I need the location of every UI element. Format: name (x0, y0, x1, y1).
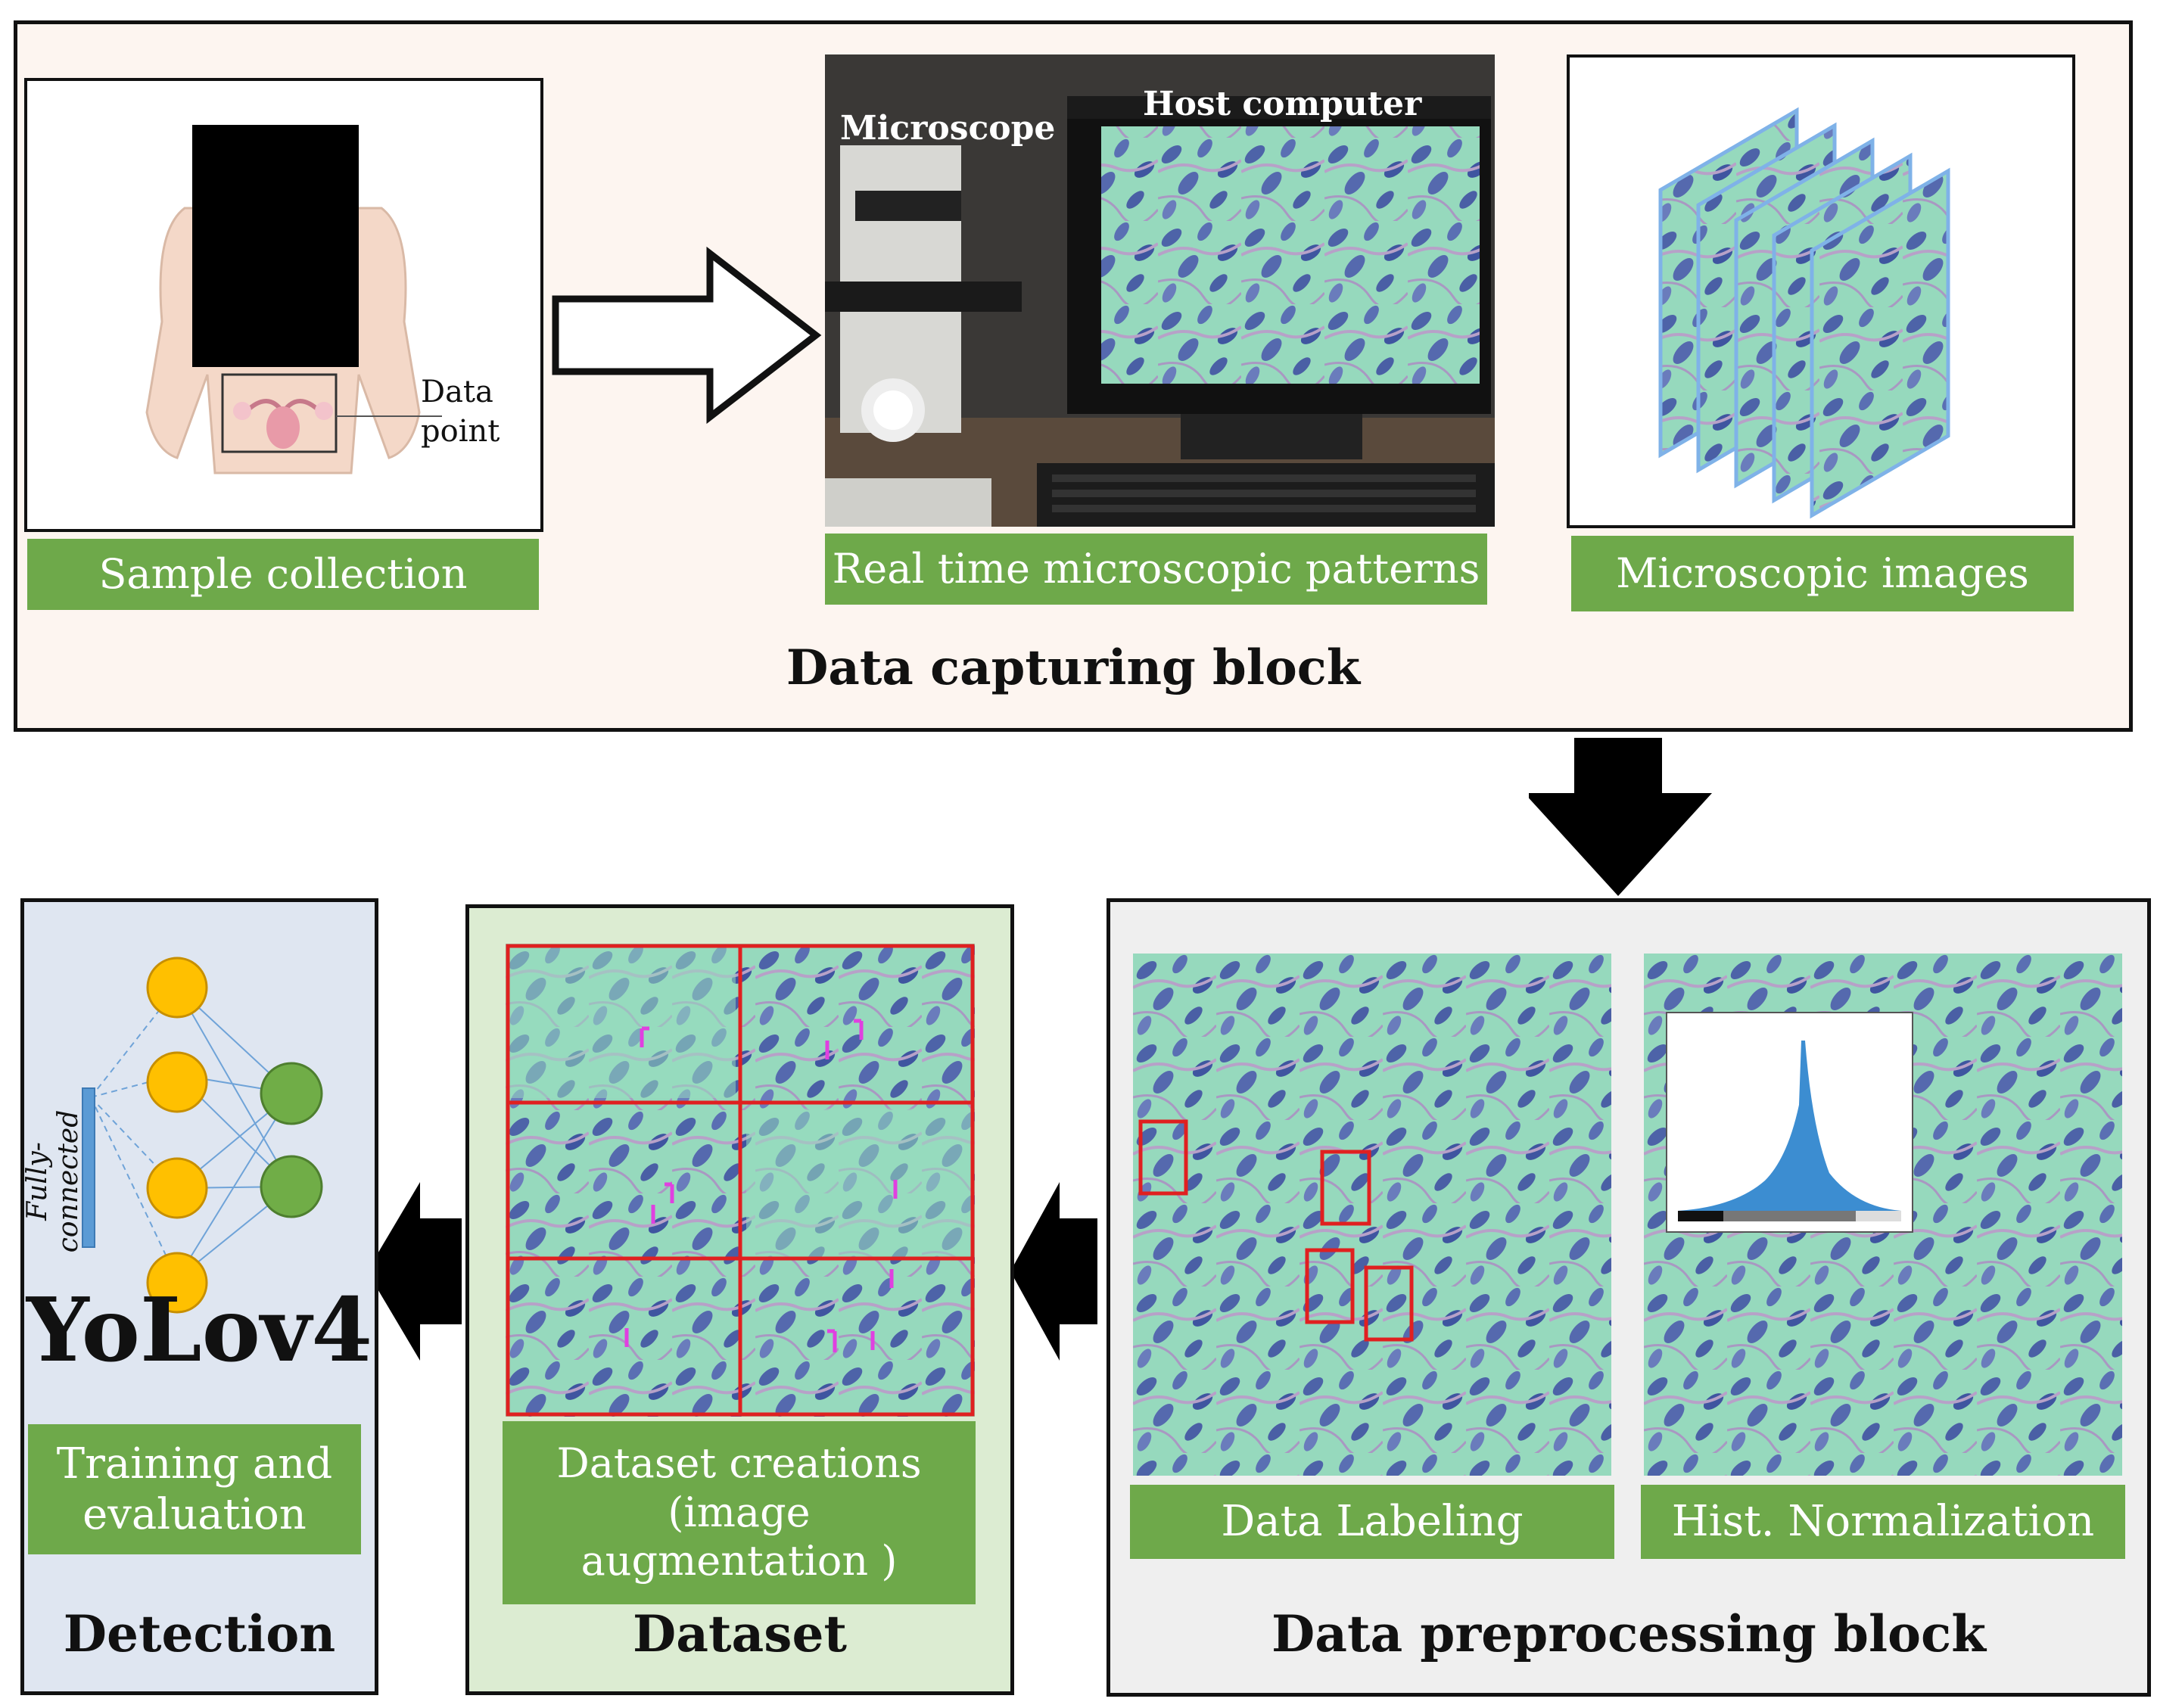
hist-normalization-image (1644, 954, 2122, 1476)
arrow-down-icon (1529, 738, 1712, 896)
augmented-image-grid (506, 944, 975, 1417)
image-stack (1658, 107, 1950, 519)
histogram-inset (1666, 1012, 1913, 1233)
host-computer-text: Host computer (1143, 85, 1422, 123)
detection-title: Detection (63, 1604, 336, 1663)
arrow-right-icon (552, 246, 822, 425)
data-capturing-title: Data capturing block (786, 639, 1361, 696)
training-evaluation-label: Training and evaluation (28, 1424, 361, 1554)
arrow-left-icon (367, 1182, 462, 1361)
dataset-creation-line-1: Dataset creations (556, 1439, 922, 1487)
sample-collection-panel: Data point (24, 78, 543, 532)
microscope-photo: Microscope Host computer (825, 54, 1495, 527)
arrow-left-icon (1010, 1182, 1097, 1361)
dataset-creation-line-2: (image (668, 1488, 811, 1536)
dataset-creation-label: Dataset creations (image augmentation ) (503, 1421, 976, 1604)
sample-collection-label: Sample collection (27, 539, 539, 610)
data-labeling-label: Data Labeling (1130, 1485, 1614, 1559)
microscopic-images-panel (1567, 54, 2075, 528)
dataset-title: Dataset (633, 1604, 847, 1663)
yolov4-model-name: YoLov4 (26, 1279, 373, 1382)
data-preprocessing-title: Data preprocessing block (1271, 1604, 1986, 1663)
microscope-text: Microscope (840, 109, 1056, 148)
neural-network-diagram (82, 957, 323, 1314)
fully-connected-label: Fully-connected (22, 1109, 84, 1253)
data-labeling-image (1133, 954, 1611, 1476)
hist-normalization-label: Hist. Normalization (1641, 1485, 2125, 1559)
real-time-patterns-label: Real time microscopic patterns (825, 534, 1487, 605)
microscopic-images-label: Microscopic images (1571, 536, 2074, 611)
dataset-creation-line-3: augmentation ) (580, 1537, 898, 1585)
data-point-callout: Data point (421, 375, 500, 449)
training-evaluation-line-2: evaluation (82, 1490, 307, 1539)
body-illustration (94, 125, 472, 488)
training-evaluation-line-1: Training and (56, 1439, 333, 1489)
